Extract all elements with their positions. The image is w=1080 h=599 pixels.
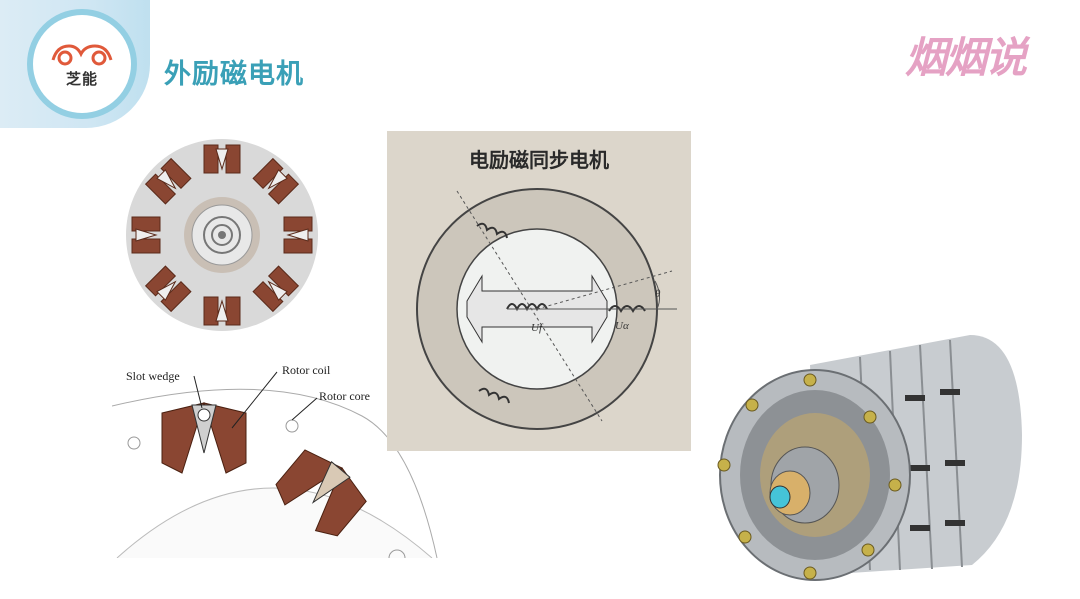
car-logo-icon xyxy=(51,43,113,65)
label-slot-wedge: Slot wedge xyxy=(126,369,180,383)
synchronous-motor-schematic: 电励磁同步电机 θ Uα Uf xyxy=(387,131,691,451)
schematic-title: 电励磁同步电机 xyxy=(469,148,609,172)
rotor-detail-diagram: Slot wedge Rotor coil Rotor core xyxy=(112,363,438,558)
motor-3d-render xyxy=(717,335,1022,581)
symbol-uf: Uf xyxy=(531,322,544,334)
label-rotor-coil: Rotor coil xyxy=(282,363,331,377)
logo: 芝能 xyxy=(33,15,131,113)
symbol-u-alpha: Uα xyxy=(615,320,629,332)
rotor-cross-section xyxy=(126,139,318,331)
logo-text: 芝能 xyxy=(65,69,98,88)
brand-watermark: 烟烟说 xyxy=(905,33,1027,82)
page-title: 外励磁电机 xyxy=(164,59,304,90)
symbol-theta: θ xyxy=(655,288,661,300)
label-rotor-core: Rotor core xyxy=(319,389,370,403)
